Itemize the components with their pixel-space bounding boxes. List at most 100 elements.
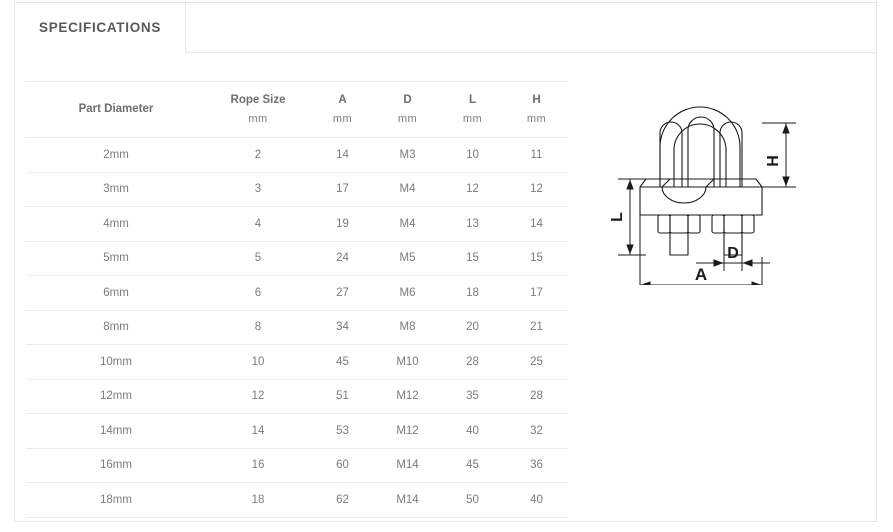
cell-a: 51 (310, 379, 375, 414)
cell-h: 28 (505, 379, 568, 414)
tab-specifications[interactable]: SPECIFICATIONS (14, 2, 187, 53)
cell-part-diameter: 8mm (26, 310, 206, 345)
cell-a: 60 (310, 448, 375, 483)
column-header-part-diameter: Part Diameter (26, 81, 206, 138)
cell-d: M3 (375, 137, 440, 173)
product-dimension-drawing: H L D A (600, 75, 810, 285)
wire-rope-clip-diagram-icon: H L D A (609, 106, 796, 285)
cell-d: M12 (375, 413, 440, 449)
cell-a: 19 (310, 206, 375, 242)
column-header-rope-size-unit: mm (248, 112, 268, 125)
cell-rope-size: 8 (206, 310, 310, 345)
cell-h: 14 (505, 206, 568, 242)
cell-part-diameter: 2mm (26, 137, 206, 173)
column-header-a: A mm (310, 81, 375, 138)
cell-part-diameter: 6mm (26, 275, 206, 311)
cell-l: 50 (440, 482, 505, 518)
cell-rope-size: 6 (206, 275, 310, 311)
cell-h: 40 (505, 482, 568, 518)
cell-rope-size: 5 (206, 241, 310, 276)
cell-part-diameter: 16mm (26, 448, 206, 483)
column-header-rope-size: Rope Size mm (206, 81, 310, 138)
cell-rope-size: 16 (206, 448, 310, 483)
table-header: Part Diameter Rope Size mm A mm D mm (26, 81, 568, 138)
cell-d: M12 (375, 379, 440, 414)
cell-a: 53 (310, 413, 375, 449)
cell-d: M14 (375, 482, 440, 518)
cell-d: M4 (375, 206, 440, 242)
cell-part-diameter: 5mm (26, 241, 206, 276)
tab-strip: SPECIFICATIONS (14, 2, 876, 53)
cell-part-diameter: 10mm (26, 344, 206, 380)
cell-a: 34 (310, 310, 375, 345)
specifications-panel: SPECIFICATIONS Part Diameter (14, 2, 877, 522)
cell-h: 25 (505, 344, 568, 380)
cell-h: 36 (505, 448, 568, 483)
cell-rope-size: 2 (206, 137, 310, 173)
cell-part-diameter: 14mm (26, 413, 206, 449)
cell-h: 15 (505, 241, 568, 276)
dimension-label-h: H (765, 155, 782, 167)
cell-d: M10 (375, 344, 440, 380)
column-header-part-diameter-label: Part Diameter (78, 103, 154, 116)
cell-a: 45 (310, 344, 375, 380)
cell-part-diameter: 3mm (26, 172, 206, 207)
cell-d: M6 (375, 275, 440, 311)
cell-rope-size: 4 (206, 206, 310, 242)
cell-rope-size: 14 (206, 413, 310, 449)
cell-h: 17 (505, 275, 568, 311)
cell-d: M4 (375, 172, 440, 207)
cell-part-diameter: 4mm (26, 206, 206, 242)
cell-a: 24 (310, 241, 375, 276)
cell-a: 27 (310, 275, 375, 311)
column-header-a-label: A (338, 93, 347, 106)
cell-l: 40 (440, 413, 505, 449)
cell-l: 13 (440, 206, 505, 242)
cell-h: 12 (505, 172, 568, 207)
column-header-l-unit: mm (462, 112, 483, 125)
column-header-l: L mm (440, 81, 505, 138)
cell-d: M5 (375, 241, 440, 276)
cell-l: 10 (440, 137, 505, 173)
column-header-h-label: H (532, 93, 541, 106)
tab-specifications-label: SPECIFICATIONS (39, 20, 162, 35)
cell-part-diameter: 12mm (26, 379, 206, 414)
column-header-d-label: D (403, 93, 412, 106)
cell-rope-size: 18 (206, 482, 310, 518)
cell-h: 32 (505, 413, 568, 449)
cell-d: M14 (375, 448, 440, 483)
dimension-label-a: A (695, 265, 707, 284)
panel-content: Part Diameter Rope Size mm A mm D mm (15, 53, 876, 521)
column-header-rope-size-label: Rope Size (230, 93, 286, 106)
column-header-a-unit: mm (332, 112, 353, 125)
cell-l: 28 (440, 344, 505, 380)
cell-a: 62 (310, 482, 375, 518)
column-header-h: H mm (505, 81, 568, 138)
cell-l: 12 (440, 172, 505, 207)
cell-rope-size: 10 (206, 344, 310, 380)
cell-l: 35 (440, 379, 505, 414)
column-header-d: D mm (375, 81, 440, 138)
cell-l: 45 (440, 448, 505, 483)
cell-h: 21 (505, 310, 568, 345)
cell-a: 14 (310, 137, 375, 173)
cell-rope-size: 12 (206, 379, 310, 414)
cell-d: M8 (375, 310, 440, 345)
cell-l: 15 (440, 241, 505, 276)
cell-l: 20 (440, 310, 505, 345)
dimension-label-l: L (609, 212, 626, 222)
cell-part-diameter: 18mm (26, 482, 206, 518)
table-header-row: Part Diameter Rope Size mm A mm D mm (26, 81, 568, 138)
specifications-table: Part Diameter Rope Size mm A mm D mm (26, 81, 568, 518)
cell-l: 18 (440, 275, 505, 311)
